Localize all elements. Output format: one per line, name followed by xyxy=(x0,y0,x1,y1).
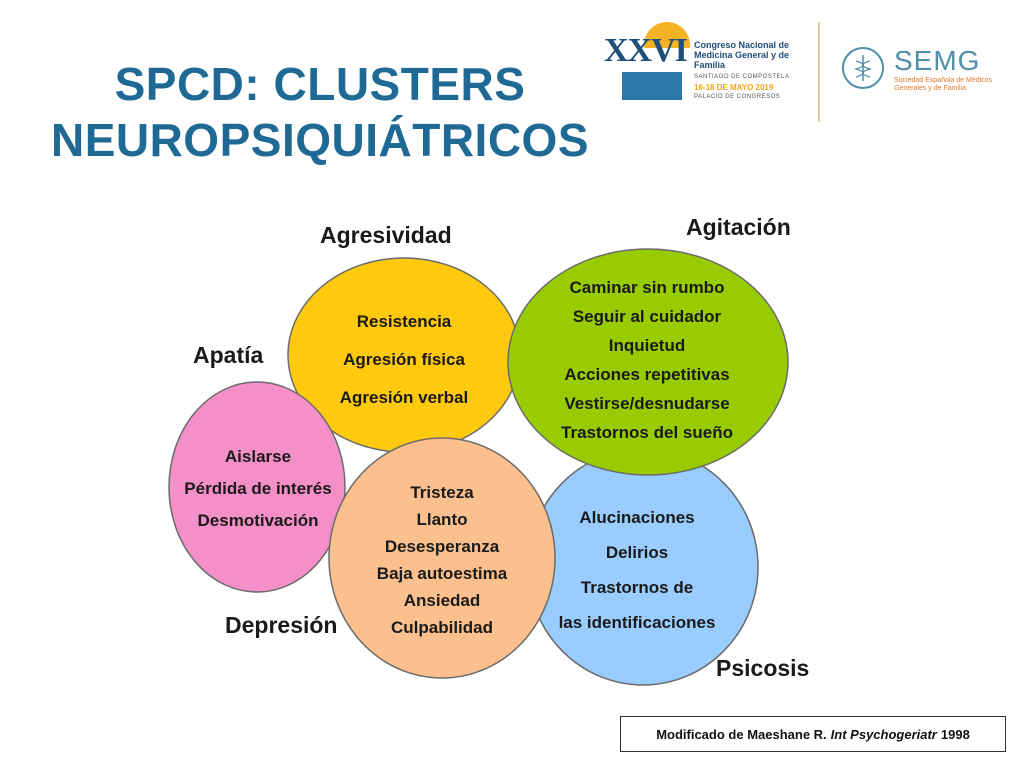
title-line-1: SPCD: CLUSTERS xyxy=(114,58,526,110)
list-item: Desmotivación xyxy=(197,511,319,530)
congress-graphic xyxy=(622,72,682,100)
list-item: Alucinaciones xyxy=(579,508,695,527)
list-item: Culpabilidad xyxy=(391,618,493,637)
depresion-items: Tristeza Llanto Desesperanza Baja autoes… xyxy=(360,479,524,641)
agitacion-circle xyxy=(507,248,789,476)
list-item: las identificaciones xyxy=(558,613,716,632)
list-item: Desesperanza xyxy=(384,537,500,556)
list-item: Trastornos de xyxy=(580,578,694,597)
list-item: Resistencia xyxy=(356,312,452,331)
logo-divider xyxy=(818,22,820,122)
page-title: SPCD: CLUSTERS NEUROPSIQUIÁTRICOS xyxy=(0,56,640,168)
list-item: Llanto xyxy=(416,510,468,529)
apatia-circle xyxy=(168,381,346,593)
list-item: Acciones repetitivas xyxy=(564,365,730,384)
congress-dates: 16-18 DE MAYO 2019 xyxy=(694,83,774,92)
list-item: Pérdida de interés xyxy=(184,479,332,498)
list-item: Caminar sin rumbo xyxy=(569,278,725,297)
semg-subtitle: Sociedad Española de Médicos Generales y… xyxy=(894,77,993,92)
list-item: Trastornos del sueño xyxy=(561,423,733,442)
semg-logo: SEMG Sociedad Española de Médicos Genera… xyxy=(842,45,992,105)
citation-box: Modificado de Maeshane R. Int Psychogeri… xyxy=(620,716,1006,752)
agresividad-items: Resistencia Agresión física Agresión ver… xyxy=(318,303,490,417)
psicosis-items: Alucinaciones Delirios Trastornos de las… xyxy=(548,500,726,640)
caduceus-icon xyxy=(842,47,884,89)
cluster-label-psicosis: Psicosis xyxy=(716,655,810,681)
congress-venue: PALACIO DE CONGRESOS xyxy=(694,94,781,100)
citation-year: 1998 xyxy=(940,726,970,742)
title-line-2: NEUROPSIQUIÁTRICOS xyxy=(50,114,590,166)
apatia-items: Aislarse Pérdida de interés Desmotivació… xyxy=(172,441,344,537)
list-item: Agresión física xyxy=(343,350,465,369)
cluster-label-depresion: Depresión xyxy=(225,612,338,638)
list-item: Tristeza xyxy=(410,483,474,502)
list-item: Seguir al cuidador xyxy=(572,307,722,326)
citation-journal: Int Psychogeriatr xyxy=(830,726,937,742)
agitacion-items: Caminar sin rumbo Seguir al cuidador Inq… xyxy=(536,273,758,447)
cluster-label-agitacion: Agitación xyxy=(686,214,791,240)
congress-logo: XXVI Congreso Nacional de Medicina Gener… xyxy=(604,22,804,102)
list-item: Agresión verbal xyxy=(339,388,469,407)
depresion-circle xyxy=(328,437,556,679)
cluster-label-apatia: Apatía xyxy=(193,342,264,368)
list-item: Delirios xyxy=(605,543,669,562)
congress-edition: XXVI xyxy=(604,32,688,69)
cluster-label-agresividad: Agresividad xyxy=(320,222,452,248)
citation-prefix: Modificado de Maeshane R. xyxy=(656,726,827,742)
list-item: Aislarse xyxy=(224,447,292,466)
semg-name: SEMG xyxy=(894,45,981,76)
list-item: Vestirse/desnudarse xyxy=(564,394,730,413)
list-item: Ansiedad xyxy=(403,591,481,610)
list-item: Baja autoestima xyxy=(376,564,508,583)
list-item: Inquietud xyxy=(608,336,686,355)
congress-city: SANTIAGO DE COMPOSTELA xyxy=(694,74,790,80)
congress-name: Congreso Nacional de Medicina General y … xyxy=(694,40,790,70)
